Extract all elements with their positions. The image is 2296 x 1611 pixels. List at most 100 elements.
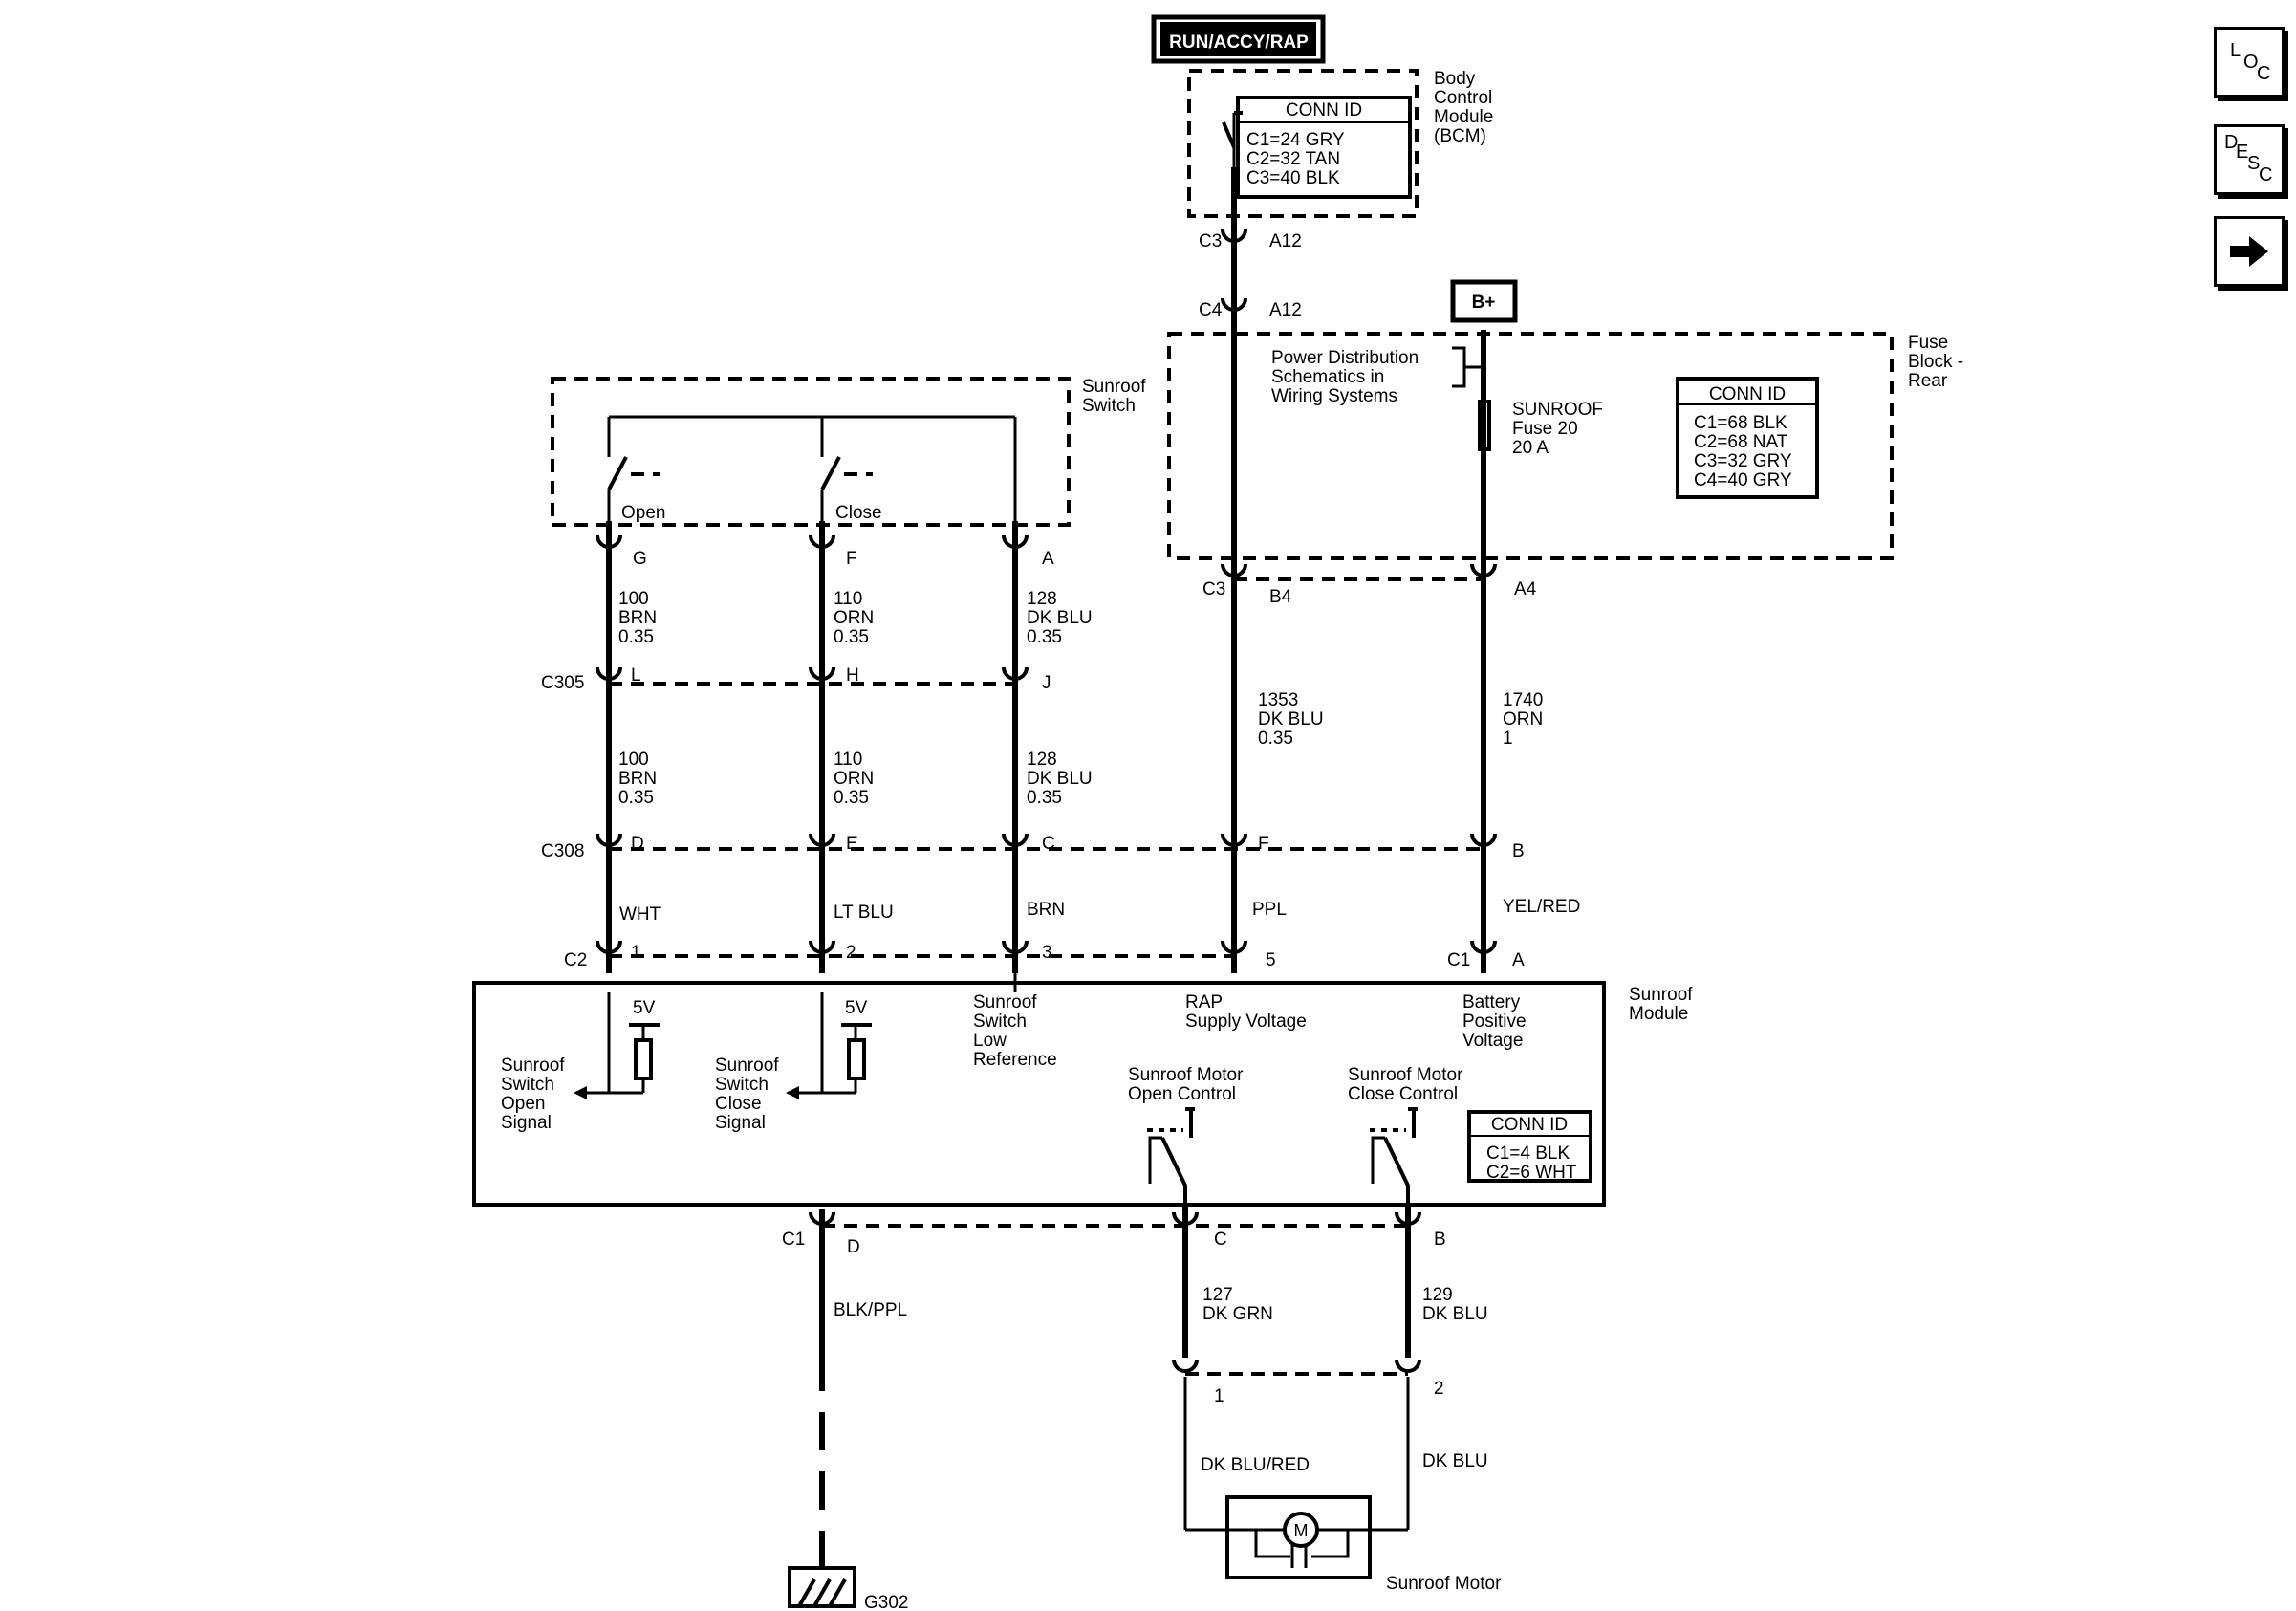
connector-cup	[596, 666, 622, 681]
connector-cup	[809, 833, 835, 847]
wires	[606, 167, 1486, 1358]
svg-text:D: D	[847, 1237, 860, 1257]
svg-text:H: H	[846, 665, 859, 686]
svg-text:Open: Open	[501, 1094, 545, 1114]
svg-text:0.35: 0.35	[1258, 729, 1293, 749]
next-button[interactable]	[2214, 216, 2285, 287]
motor-label: Sunroof Motor	[1386, 1574, 1502, 1594]
svg-text:Sunroof Motor: Sunroof Motor	[1348, 1065, 1463, 1085]
solid-boxes	[472, 96, 1819, 1579]
fuse-conn-header: CONN ID	[1709, 384, 1786, 404]
svg-text:0.35: 0.35	[1027, 627, 1062, 647]
run-accy-rap-box	[1151, 14, 1326, 64]
svg-text:1740: 1740	[1503, 690, 1543, 710]
module-title: Sunroof	[1629, 985, 1693, 1005]
connector-cup	[1221, 229, 1247, 243]
svg-text:5V: 5V	[845, 998, 868, 1018]
switch-title: Sunroof	[1082, 377, 1146, 397]
svg-text:DK BLU: DK BLU	[1027, 608, 1093, 628]
connector-cup	[1221, 940, 1247, 954]
svg-text:Sunroof: Sunroof	[501, 1056, 565, 1076]
c4-pin: A12	[1269, 300, 1302, 320]
loc-button[interactable]: L O C	[2214, 27, 2285, 98]
bcm-pin: A12	[1269, 231, 1302, 251]
svg-text:ORN: ORN	[834, 769, 874, 789]
svg-text:1: 1	[1503, 729, 1513, 749]
svg-text:E: E	[2236, 142, 2248, 163]
desc-button[interactable]: D E S C	[2214, 124, 2285, 195]
svg-text:C2=6 WHT: C2=6 WHT	[1486, 1163, 1577, 1183]
svg-text:Sunroof: Sunroof	[715, 1056, 779, 1076]
svg-text:LT BLU: LT BLU	[834, 903, 894, 923]
svg-text:A: A	[1512, 950, 1525, 970]
fuse-out-pin: B4	[1269, 587, 1292, 607]
labels: RUN/ACCY/RAP B+ Body Control Module (BCM…	[501, 33, 1963, 1611]
c308-label: C308	[541, 841, 584, 861]
connector-cup	[1221, 563, 1247, 577]
svg-text:C: C	[1214, 1230, 1227, 1250]
fuse-conn-line: C4=40 GRY	[1694, 470, 1792, 490]
svg-text:E: E	[846, 834, 858, 854]
svg-text:100: 100	[618, 750, 649, 770]
svg-text:Switch: Switch	[973, 1012, 1027, 1032]
svg-text:B: B	[1512, 841, 1525, 861]
connector-cup	[809, 1211, 835, 1226]
pds-note: Power Distribution	[1271, 348, 1419, 368]
connector-cup	[1002, 833, 1029, 847]
svg-text:127: 127	[1202, 1285, 1233, 1305]
svg-text:Voltage: Voltage	[1462, 1031, 1523, 1051]
bcm-conn-line: C1=24 GRY	[1246, 130, 1345, 150]
close-signal-arrow	[786, 1086, 799, 1099]
svg-text:C1: C1	[1447, 950, 1470, 970]
svg-text:110: 110	[834, 750, 862, 770]
svg-text:Switch: Switch	[715, 1075, 769, 1095]
svg-text:129: 129	[1422, 1285, 1453, 1305]
connector-cup	[1002, 666, 1029, 681]
svg-text:DK BLU: DK BLU	[1258, 709, 1324, 729]
svg-text:L: L	[631, 665, 641, 686]
bcm-conn-line: C2=32 TAN	[1246, 149, 1340, 169]
svg-text:BRN: BRN	[618, 608, 657, 628]
open-signal-arrow	[574, 1086, 587, 1099]
svg-text:O: O	[2243, 52, 2259, 73]
pds-note: Wiring Systems	[1271, 386, 1397, 406]
connector-cups	[596, 229, 1497, 1373]
svg-text:C: C	[2257, 63, 2270, 84]
connector-cup	[1172, 1211, 1199, 1226]
bcm-connector: C3	[1199, 231, 1222, 251]
svg-text:BRN: BRN	[618, 769, 657, 789]
svg-text:BLK/PPL: BLK/PPL	[834, 1300, 907, 1320]
svg-text:Signal: Signal	[715, 1113, 766, 1133]
svg-text:Switch: Switch	[501, 1075, 554, 1095]
fuse-out-connector: C3	[1202, 579, 1225, 599]
svg-text:110: 110	[834, 589, 862, 609]
svg-text:Sunroof Motor: Sunroof Motor	[1128, 1065, 1244, 1085]
switch-pin: F	[846, 549, 857, 569]
motor-symbol: M	[1294, 1521, 1309, 1540]
connector-cup	[596, 940, 622, 954]
svg-text:CONN ID: CONN ID	[1491, 1115, 1568, 1135]
svg-text:Close: Close	[715, 1094, 762, 1114]
bcm-title-4: (BCM)	[1434, 126, 1486, 146]
svg-text:1353: 1353	[1258, 690, 1298, 710]
svg-text:S: S	[2247, 153, 2260, 174]
svg-text:C1=4 BLK: C1=4 BLK	[1486, 1143, 1570, 1164]
switch-title: Switch	[1082, 396, 1136, 416]
fuse-label: Fuse 20	[1512, 419, 1578, 439]
svg-text:C: C	[1042, 834, 1055, 854]
connector-cup	[1395, 1211, 1421, 1226]
svg-text:0.35: 0.35	[618, 788, 654, 808]
fuse-block-title: Fuse	[1908, 333, 1948, 353]
svg-text:128: 128	[1027, 589, 1057, 609]
bcm-title-1: Body	[1434, 69, 1476, 89]
fuse-label: SUNROOF	[1512, 400, 1603, 420]
svg-text:BRN: BRN	[1027, 900, 1065, 920]
svg-text:Sunroof: Sunroof	[973, 992, 1037, 1012]
switch-pin: A	[1042, 549, 1054, 569]
svg-text:Supply Voltage: Supply Voltage	[1185, 1012, 1307, 1032]
conn-id-separators	[1238, 121, 1817, 1137]
bcm-conn-header: CONN ID	[1286, 100, 1362, 120]
svg-text:Open Control: Open Control	[1128, 1084, 1236, 1104]
run-accy-rap-label: RUN/ACCY/RAP	[1169, 33, 1309, 53]
